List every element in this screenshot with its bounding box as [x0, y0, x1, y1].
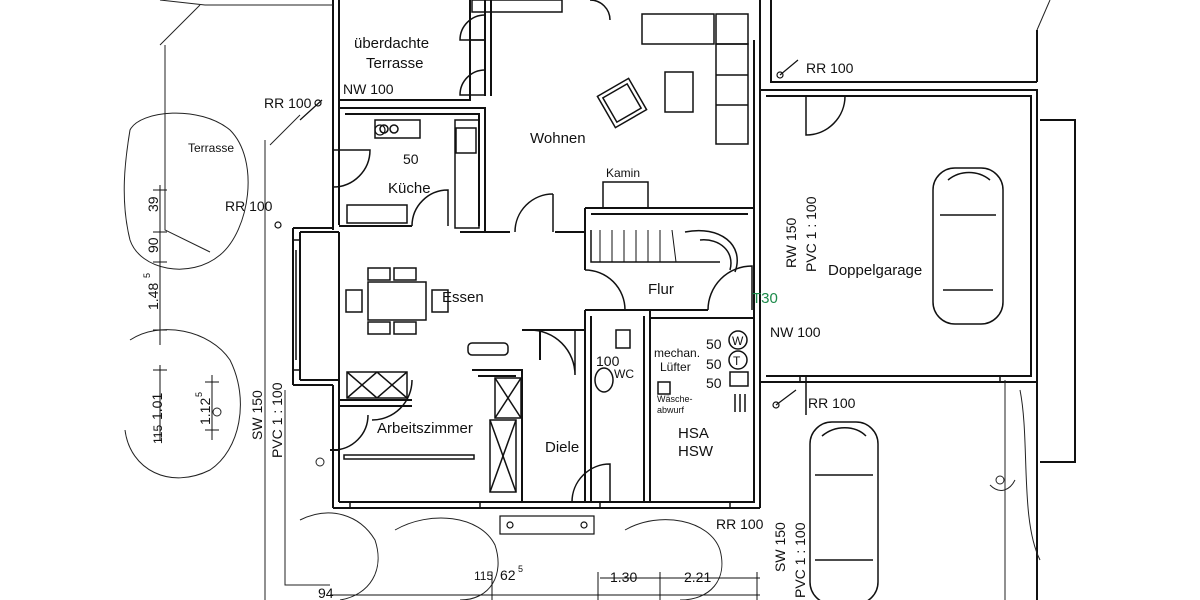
dimension-bottom-130: 1.30 — [610, 569, 637, 585]
office-label: Arbeitszimmer — [377, 420, 473, 437]
dimension-left-39: 39 — [145, 196, 161, 212]
covered-terrace-label-line2: Terrasse — [366, 55, 424, 72]
pipe-label-nw100-top: NW 100 — [343, 81, 394, 97]
doors — [332, 0, 846, 503]
pipe-markers — [274, 59, 799, 535]
hall-label: Flur — [648, 281, 674, 298]
terrace-label: Terrasse — [188, 141, 234, 155]
outer-walls — [292, 0, 1076, 600]
wc-value-100: 100 — [596, 353, 620, 369]
furniture — [343, 0, 749, 493]
garage-label: Doppelgarage — [828, 262, 922, 279]
dimension-bottom-221: 2.21 — [684, 569, 711, 585]
pipe-label-rr100-bottom: RR 100 — [716, 516, 764, 532]
meter-w-icon: W — [732, 334, 744, 348]
car-driveway-icon — [809, 421, 879, 600]
dimension-bottom-94: 94 — [318, 585, 334, 600]
pipe-label-pvc-left: PVC 1 : 100 — [269, 382, 285, 458]
living-room-label: Wohnen — [530, 130, 586, 147]
pipe-label-rr100-mid-right: RR 100 — [808, 395, 856, 411]
entrance-label: Diele — [545, 439, 579, 456]
fireplace-label: Kamin — [606, 166, 640, 180]
utility-value-50-a: 50 — [706, 336, 722, 352]
dimension-bottom-625-superscript: 5 — [518, 564, 523, 574]
laundry-label-line2: abwurf — [657, 405, 685, 415]
pipe-label-nw100-right: NW 100 — [770, 324, 821, 340]
hsw-label: HSW — [678, 443, 714, 460]
ventilation-label-line1: mechan. — [654, 346, 700, 360]
dimension-left-148: 1.48 — [145, 283, 161, 310]
ventilation-label-line2: Lüfter — [660, 360, 691, 374]
pipe-label-pvc-right: PVC 1 : 100 — [803, 196, 819, 272]
utility-value-50-b: 50 — [706, 356, 722, 372]
meter-icons — [728, 330, 748, 370]
pipe-label-sw150-left: SW 150 — [249, 390, 265, 440]
pipe-label-rr100-left: RR 100 — [225, 198, 273, 214]
landscape-sketch — [123, 0, 1051, 600]
dimension-left-90: 90 — [145, 237, 161, 253]
windows — [292, 239, 1001, 509]
utility-value-50-c: 50 — [706, 375, 722, 391]
car-garage-icon — [932, 167, 1004, 325]
hsa-label: HSA — [678, 425, 709, 442]
pipe-label-rr100-top-right: RR 100 — [806, 60, 854, 76]
covered-terrace-label-line1: überdachte — [354, 35, 429, 52]
dimension-left-101: 1.01 — [149, 393, 165, 420]
kitchen-value-50: 50 — [403, 151, 419, 167]
dimension-bottom-115: 115 — [474, 569, 493, 583]
pipe-label-rr100-top-left: RR 100 — [264, 95, 312, 111]
dimension-bottom-625: 62 — [500, 567, 516, 583]
meter-t-icon: T — [733, 354, 741, 368]
dimension-left-115: 115 — [151, 425, 165, 444]
dimension-left-112-superscript: 5 — [194, 392, 204, 397]
pipe-label-pvc-bottom: PVC 1 : 100 — [792, 522, 808, 598]
wc-label: WC — [614, 367, 634, 381]
pipe-label-sw150-bottom: SW 150 — [772, 522, 788, 572]
dimension-lines — [153, 185, 760, 600]
door-rating-t30: T30 — [752, 290, 778, 307]
dining-label: Essen — [442, 289, 484, 306]
kitchen-label: Küche — [388, 180, 431, 197]
dimension-left-112: 1.12 — [197, 398, 213, 425]
laundry-label-line1: Wäsche- — [657, 394, 693, 404]
dimension-left-148-superscript: 5 — [142, 273, 152, 278]
pipe-label-rw150: RW 150 — [783, 217, 799, 268]
